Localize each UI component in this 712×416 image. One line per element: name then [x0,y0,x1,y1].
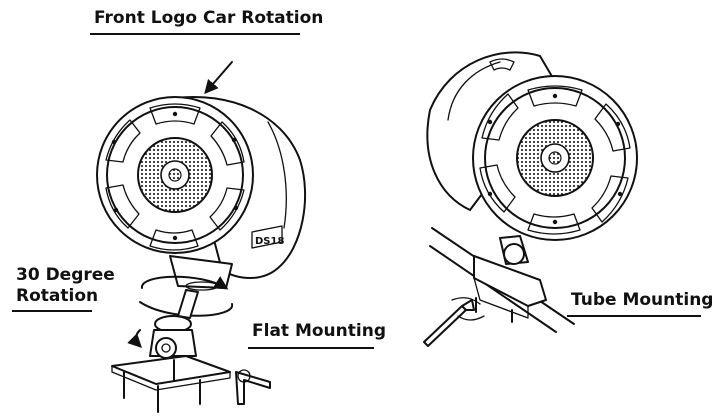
front-logo-label: Front Logo Car Rotation [94,8,324,28]
rotation-ring [139,275,233,317]
tube-mounting-underline [567,315,701,317]
flat-mounting-label: Flat Mounting [252,321,386,341]
logo-pointer-arrow [204,61,233,95]
degree-label-line1: 30 Degree [16,265,115,285]
degree-underline [12,310,92,312]
flat-mounting-underline [248,347,374,349]
flat-mount-bracket [111,289,271,413]
right-speaker-pod [426,51,638,265]
tube-mounting-label: Tube Mounting [571,290,712,310]
left-speaker-pod: DS18 [96,96,306,291]
front-logo-underline [90,33,300,35]
svg-text:DS18: DS18 [255,236,284,247]
degree-label-line2: Rotation [16,286,99,306]
tube-hex-key [423,297,485,347]
tube-mount [429,227,575,333]
